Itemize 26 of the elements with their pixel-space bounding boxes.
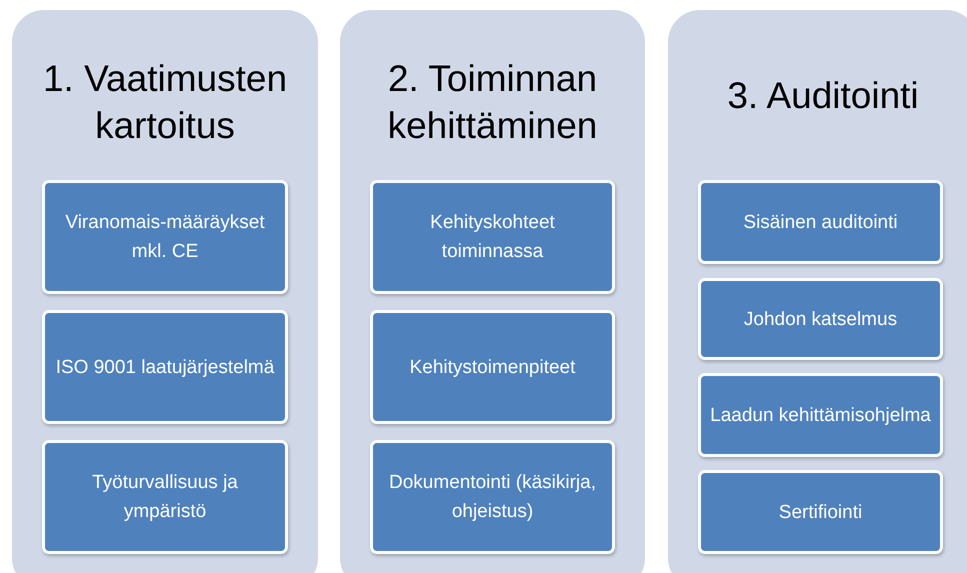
- column-panel: [340, 10, 645, 573]
- item-box: [42, 310, 288, 424]
- column-heading: 1. Vaatimusten kartoitus: [42, 57, 288, 148]
- column-panel: [12, 10, 318, 573]
- item-text: Sertifiointi: [778, 500, 864, 524]
- item-text: Työturvallisuus ja ympäristö: [91, 471, 239, 524]
- item-box: [42, 440, 288, 554]
- item-box: [370, 180, 615, 294]
- item-text: ISO 9001 laatujärjestelmä: [54, 356, 276, 380]
- item-box: [370, 310, 615, 424]
- item-box: [42, 180, 288, 294]
- column-heading: 2. Toiminnan kehittäminen: [386, 57, 598, 148]
- column-panel: [668, 10, 967, 573]
- item-box: [698, 470, 943, 554]
- column-heading: 3. Auditointi: [726, 74, 920, 118]
- item-text: Sisäinen auditointi: [742, 210, 899, 234]
- item-text: Laadun kehittämisohjelma: [709, 404, 932, 428]
- item-text: Viranomais-määräykset mkl. CE: [64, 211, 266, 264]
- item-text: Kehityskohteet toiminnassa: [429, 211, 556, 264]
- item-box: [698, 278, 943, 360]
- item-text: Kehitystoimenpiteet: [408, 356, 576, 380]
- item-box: [370, 440, 615, 554]
- item-text: Dokumentointi (käsikirja, ohjeistus): [388, 471, 597, 524]
- item-box: [698, 180, 943, 264]
- item-box: [698, 373, 943, 457]
- item-text: Johdon katselmus: [742, 308, 898, 332]
